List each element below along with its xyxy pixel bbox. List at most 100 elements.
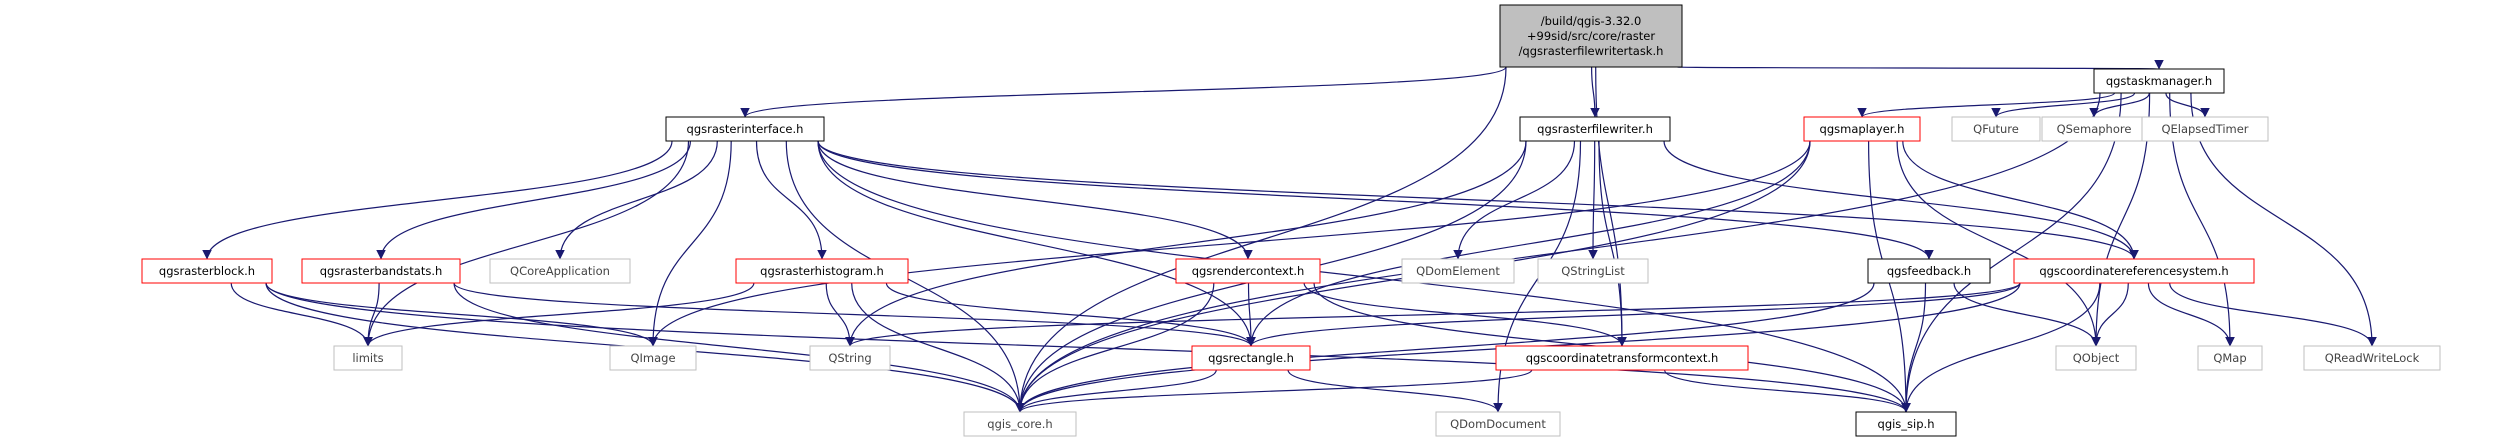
node-qfuture: QFuture xyxy=(1951,116,2041,142)
edge-qgsrasterinterface-to-qgsrasterhistogram xyxy=(755,140,827,260)
node-label-qelapsedtimer: QElapsedTimer xyxy=(2161,122,2248,136)
node-box-qmap xyxy=(2197,345,2263,371)
node-qcoreapplication: QCoreApplication xyxy=(489,258,631,284)
edge-qgsrectangle-to-qgis_core xyxy=(1015,369,1217,413)
node-qgscoordinatetransformcontext[interactable]: qgscoordinatetransformcontext.h xyxy=(1495,345,1749,371)
node-qstring: QString xyxy=(809,345,891,371)
node-label-qgsrasterblock: qgsrasterblock.h xyxy=(159,264,255,278)
node-box-limits xyxy=(333,345,403,371)
node-box-qcoreapplication xyxy=(489,258,631,284)
node-label-qgscoordinatereferencesystem: qgscoordinatereferencesystem.h xyxy=(2039,264,2228,278)
node-qgsfeedback[interactable]: qgsfeedback.h xyxy=(1867,258,1991,284)
edge-root-to-qgstaskmanager xyxy=(1675,58,2160,70)
node-qobject: QObject xyxy=(2055,345,2137,371)
edge-qgsrasterinterface-to-qcoreapplication xyxy=(555,140,718,260)
node-qgsmaplayer[interactable]: qgsmaplayer.h xyxy=(1803,116,1921,142)
edge-qgstaskmanager-to-qgsmaplayer xyxy=(1857,92,2115,118)
node-label-qgsrendercontext: qgsrendercontext.h xyxy=(1192,264,1305,278)
edge-qgsrasterfilewriter-to-qstring xyxy=(845,140,1527,347)
node-qgsrasterfilewriter[interactable]: qgsrasterfilewriter.h xyxy=(1519,116,1671,142)
node-box-root xyxy=(1499,4,1683,68)
edge-qgscoordinatereferencesystem-to-qreadwritelock xyxy=(2169,282,2377,347)
node-label-qgsrasterinterface: qgsrasterinterface.h xyxy=(687,122,804,136)
node-box-qgsrasterblock xyxy=(141,258,273,284)
node-box-qgsrectangle xyxy=(1191,345,1311,371)
edge-qgsrectangle-to-qdomdocument xyxy=(1287,369,1503,413)
node-label-qgsrasterbandstats: qgsrasterbandstats.h xyxy=(320,264,443,278)
node-qgsrasterbandstats[interactable]: qgsrasterbandstats.h xyxy=(301,258,461,284)
edge-root-to-qgsrasterfilewriter xyxy=(1590,66,1600,118)
node-box-qgis_sip xyxy=(1855,411,1957,437)
node-label-qgsrasterhistogram: qgsrasterhistogram.h xyxy=(760,264,884,278)
node-label-qdomdocument: QDomDocument xyxy=(1450,417,1546,431)
node-label-qdomelement: QDomElement xyxy=(1416,264,1500,278)
edge-qgsrasterinterface-to-limits xyxy=(363,140,690,347)
edge-qgsmaplayer-to-qobject xyxy=(1896,140,2101,347)
node-limits: limits xyxy=(333,345,403,371)
edge-root-to-qgis_core xyxy=(1015,66,1507,413)
node-box-qgsrasterhistogram xyxy=(735,258,909,284)
edge-qgsfeedback-to-qobject xyxy=(1953,282,2101,347)
node-qgsrectangle[interactable]: qgsrectangle.h xyxy=(1191,345,1311,371)
edge-qgscoordinatereferencesystem-to-qgis_sip xyxy=(1901,282,2101,413)
node-qgsrasterhistogram[interactable]: qgsrasterhistogram.h xyxy=(735,258,909,284)
node-box-qgsrasterinterface xyxy=(665,116,825,142)
node-box-qgsrendercontext xyxy=(1175,258,1321,284)
node-qgscoordinatereferencesystem[interactable]: qgscoordinatereferencesystem.h xyxy=(2013,258,2255,284)
edge-qgsrasterblock-to-limits xyxy=(230,282,373,347)
edge-qgsrasterinterface-to-qgscoordinatereferencesystem xyxy=(817,140,2139,260)
node-qgsrasterblock[interactable]: qgsrasterblock.h xyxy=(141,258,273,284)
node-box-qgscoordinatetransformcontext xyxy=(1495,345,1749,371)
node-qgis_sip[interactable]: qgis_sip.h xyxy=(1855,411,1957,437)
edge-qgsrasterfilewriter-to-qdomelement xyxy=(1453,140,1576,260)
node-qgsrasterinterface[interactable]: qgsrasterinterface.h xyxy=(665,116,825,142)
node-label-qgsmaplayer: qgsmaplayer.h xyxy=(1820,122,1905,136)
node-box-qobject xyxy=(2055,345,2137,371)
node-box-qgis_core xyxy=(963,411,1077,437)
node-label-qsemaphore: QSemaphore xyxy=(2057,122,2132,136)
edge-root-to-qgsrasterinterface xyxy=(740,66,1507,118)
node-box-qstringlist xyxy=(1537,258,1649,284)
edge-qgsrasterhistogram-to-qgsrectangle xyxy=(885,282,1256,347)
node-qgis_core: qgis_core.h xyxy=(963,411,1077,437)
node-label-root-line-2: /qgsrasterfilewritertask.h xyxy=(1519,44,1664,58)
node-box-qdomelement xyxy=(1401,258,1515,284)
node-root: /build/qgis-3.32.0+99sid/src/core/raster… xyxy=(1499,4,1683,68)
edge-qgstaskmanager-to-qgis_sip xyxy=(1901,92,2122,413)
edge-qgsmaplayer-to-qimage xyxy=(648,140,1811,347)
nodes-layer: /build/qgis-3.32.0+99sid/src/core/raster… xyxy=(141,4,2441,437)
node-label-qmap: QMap xyxy=(2213,351,2246,365)
node-label-qstring: QString xyxy=(828,351,871,365)
edge-qgsrasterinterface-to-qgsrasterbandstats xyxy=(376,140,691,260)
node-box-qelapsedtimer xyxy=(2141,116,2269,142)
node-label-qobject: QObject xyxy=(2073,351,2120,365)
node-qelapsedtimer: QElapsedTimer xyxy=(2141,116,2269,142)
edge-qgsrasterinterface-to-qimage xyxy=(648,140,732,347)
edge-qgsrasterinterface-to-qgis_sip xyxy=(817,140,1911,413)
edge-qgstaskmanager-to-qelapsedtimer xyxy=(2165,92,2210,118)
edge-qgsrendercontext-to-qgis_core xyxy=(1015,282,1215,413)
node-label-qcoreapplication: QCoreApplication xyxy=(510,264,610,278)
edge-qgsrasterbandstats-to-qgis_core xyxy=(453,282,1025,413)
edge-qgsrasterhistogram-to-limits xyxy=(363,282,755,347)
edge-qgstaskmanager-to-qsemaphore xyxy=(2089,92,2150,118)
node-box-qgsmaplayer xyxy=(1803,116,1921,142)
node-qsemaphore: QSemaphore xyxy=(2041,116,2147,142)
node-label-root-line-1: +99sid/src/core/raster xyxy=(1527,29,1655,43)
node-box-qstring xyxy=(809,345,891,371)
node-qgsrendercontext[interactable]: qgsrendercontext.h xyxy=(1175,258,1321,284)
node-qdomelement: QDomElement xyxy=(1401,258,1515,284)
edge-qgsfeedback-to-qgis_core xyxy=(1015,282,1875,413)
node-box-qsemaphore xyxy=(2041,116,2147,142)
node-label-root-line-0: /build/qgis-3.32.0 xyxy=(1541,14,1642,28)
node-label-qfuture: QFuture xyxy=(1973,122,2019,136)
node-qmap: QMap xyxy=(2197,345,2263,371)
node-label-qgsfeedback: qgsfeedback.h xyxy=(1887,264,1971,278)
edge-qgsrendercontext-to-qgscoordinatetransformcontext xyxy=(1303,282,1627,347)
edge-qgstaskmanager-to-qfuture xyxy=(1991,92,2136,118)
edge-qgsrasterfilewriter-to-qstringlist xyxy=(1588,140,1598,260)
edge-qgsrasterbandstats-to-limits xyxy=(363,282,380,347)
node-qgstaskmanager[interactable]: qgstaskmanager.h xyxy=(2093,68,2225,94)
node-box-qreadwritelock xyxy=(2303,345,2441,371)
edge-qgscoordinatereferencesystem-to-qmap xyxy=(2147,282,2235,347)
